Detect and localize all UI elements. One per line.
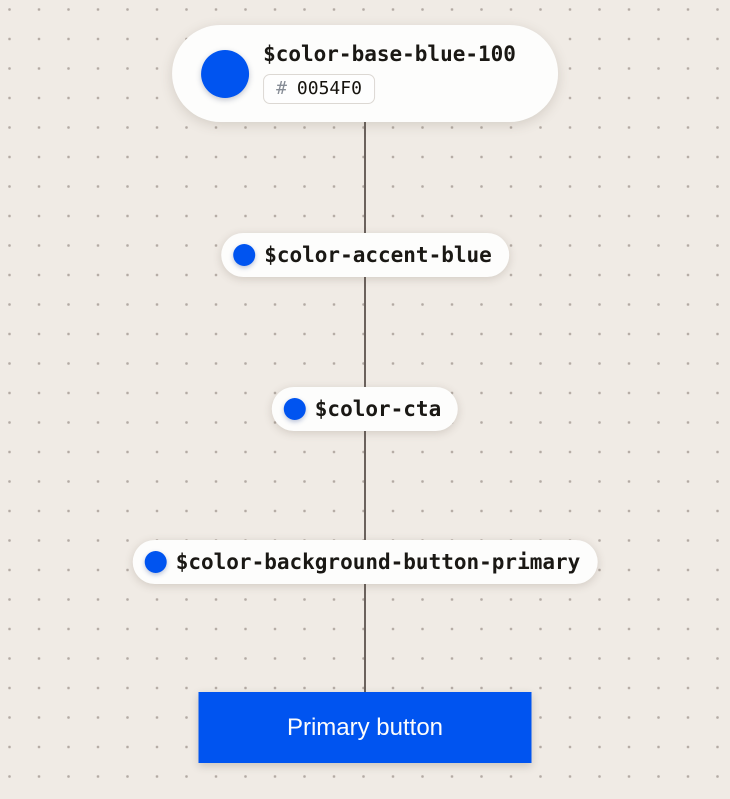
hex-hash-symbol: # (276, 77, 287, 99)
base-token-card[interactable]: $color-base-blue-100 # 0054F0 (172, 25, 558, 122)
alias-token-name: $color-accent-blue (264, 242, 492, 267)
hex-value-chip: # 0054F0 (263, 73, 375, 104)
color-swatch-icon (201, 49, 250, 98)
hex-value-text: 0054F0 (296, 77, 362, 99)
alias-token-color-background-button-primary[interactable]: $color-background-button-primary (132, 540, 598, 584)
color-swatch-icon (233, 244, 256, 266)
alias-token-color-accent-blue[interactable]: $color-accent-blue (221, 233, 509, 277)
base-token-info: $color-base-blue-100 # 0054F0 (263, 42, 516, 104)
primary-button-preview[interactable]: Primary button (198, 692, 532, 763)
color-swatch-icon (144, 551, 167, 573)
alias-token-color-cta[interactable]: $color-cta (271, 387, 459, 431)
base-token-name: $color-base-blue-100 (263, 42, 516, 67)
alias-token-name: $color-background-button-primary (175, 549, 581, 574)
color-swatch-icon (283, 398, 306, 420)
alias-token-name: $color-cta (314, 396, 442, 421)
